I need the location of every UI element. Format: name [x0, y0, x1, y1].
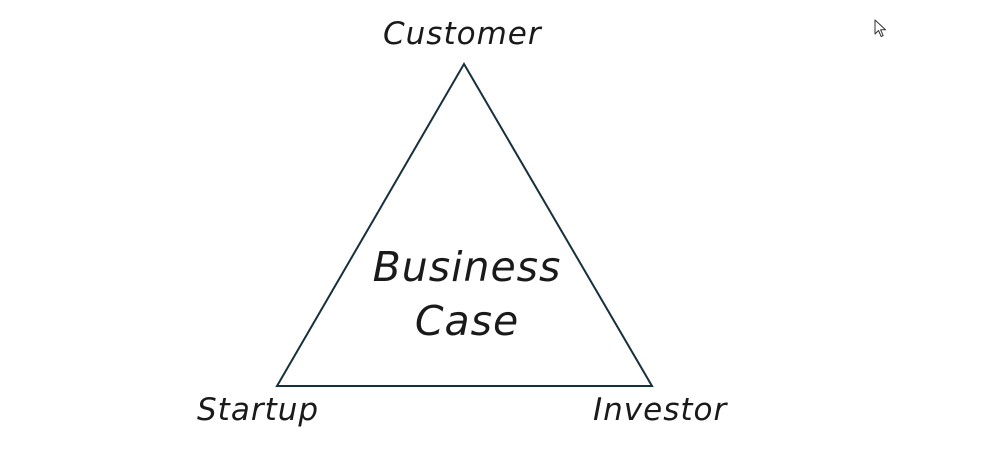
vertex-label-startup: Startup: [197, 392, 320, 428]
vertex-label-customer: Customer: [383, 16, 542, 52]
mouse-pointer-icon: [874, 19, 886, 37]
center-label: Business Case: [364, 240, 570, 348]
triangle-shape: [275, 62, 654, 387]
center-label-line-2: Case: [414, 297, 520, 345]
center-label-line-1: Business: [372, 243, 562, 291]
vertex-label-investor: Investor: [593, 392, 728, 428]
